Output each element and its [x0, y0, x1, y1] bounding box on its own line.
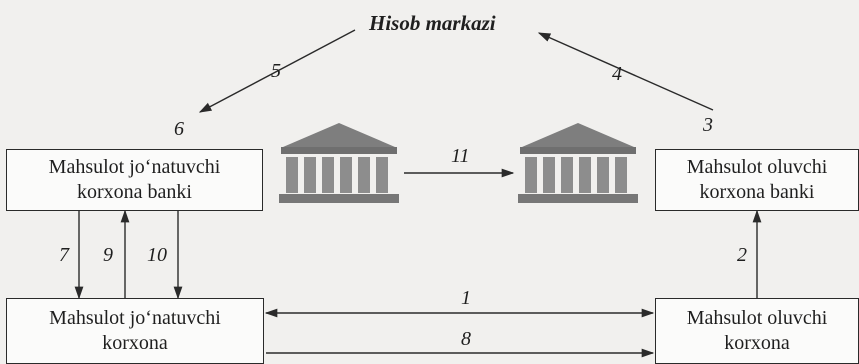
flow-label-2: 2 [737, 244, 747, 266]
clearing-center-title: Hisob markazi [369, 11, 496, 35]
flow-label-11: 11 [451, 145, 470, 167]
buyer-label-line1: Mahsulot oluvchi [686, 307, 828, 329]
buyer-bank-label-line1: Mahsulot oluvchi [686, 156, 828, 178]
bank-building-icon [279, 123, 399, 203]
flow-label-5: 5 [271, 60, 281, 82]
flow-label-1: 1 [461, 287, 471, 309]
flow-label-9: 9 [103, 244, 113, 266]
buyer-node: Mahsulot oluvchi korxona [655, 298, 859, 364]
flow-label-8: 8 [461, 328, 471, 350]
flow-label-7: 7 [59, 244, 69, 266]
flow-label-10: 10 [147, 244, 167, 266]
flow-label-3: 3 [703, 114, 713, 136]
supplier-label-line2: korxona [102, 332, 168, 354]
supplier-bank-label-line1: Mahsulot jo‘natuvchi [48, 156, 221, 178]
bank-building-icon [518, 123, 638, 203]
supplier-bank-label-line2: korxona banki [77, 181, 192, 203]
flow-label-6: 6 [174, 118, 184, 140]
buyer-label-line2: korxona [724, 332, 790, 354]
buyer-bank-node: Mahsulot oluvchi korxona banki [655, 149, 859, 211]
flow-label-4: 4 [612, 63, 622, 85]
supplier-label-line1: Mahsulot jo‘natuvchi [49, 307, 221, 329]
supplier-node: Mahsulot jo‘natuvchi korxona [6, 298, 264, 364]
arrow-4 [537, 32, 714, 111]
buyer-bank-label-line2: korxona banki [699, 181, 815, 203]
arrow-5 [198, 29, 356, 113]
supplier-bank-node: Mahsulot jo‘natuvchi korxona banki [6, 149, 263, 211]
